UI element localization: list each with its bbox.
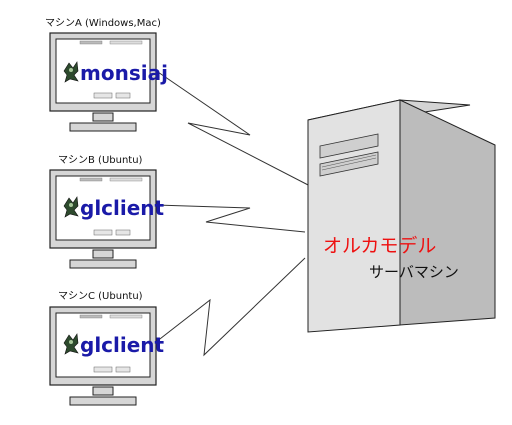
connection-line-b bbox=[155, 204, 306, 233]
server-subtitle: サーバマシン bbox=[369, 263, 459, 281]
connection-line-a bbox=[154, 69, 313, 188]
client-a-label: マシンA (Windows,Mac) bbox=[45, 18, 161, 29]
client-b-app-name: glclient bbox=[80, 196, 165, 220]
server-title: オルカモデル bbox=[323, 235, 436, 257]
client-c-app-name: glclient bbox=[80, 333, 165, 357]
server-tower bbox=[307, 99, 496, 333]
client-b-monitor: glclient bbox=[49, 169, 165, 269]
client-c-label: マシンC (Ubuntu) bbox=[58, 291, 143, 302]
client-a-app-name: monsiaj bbox=[80, 61, 168, 85]
client-c-monitor: glclient bbox=[49, 306, 165, 406]
connection-line-c bbox=[155, 257, 306, 357]
client-b-label: マシンB (Ubuntu) bbox=[58, 155, 143, 166]
client-a-monitor: monsiaj bbox=[49, 32, 168, 132]
